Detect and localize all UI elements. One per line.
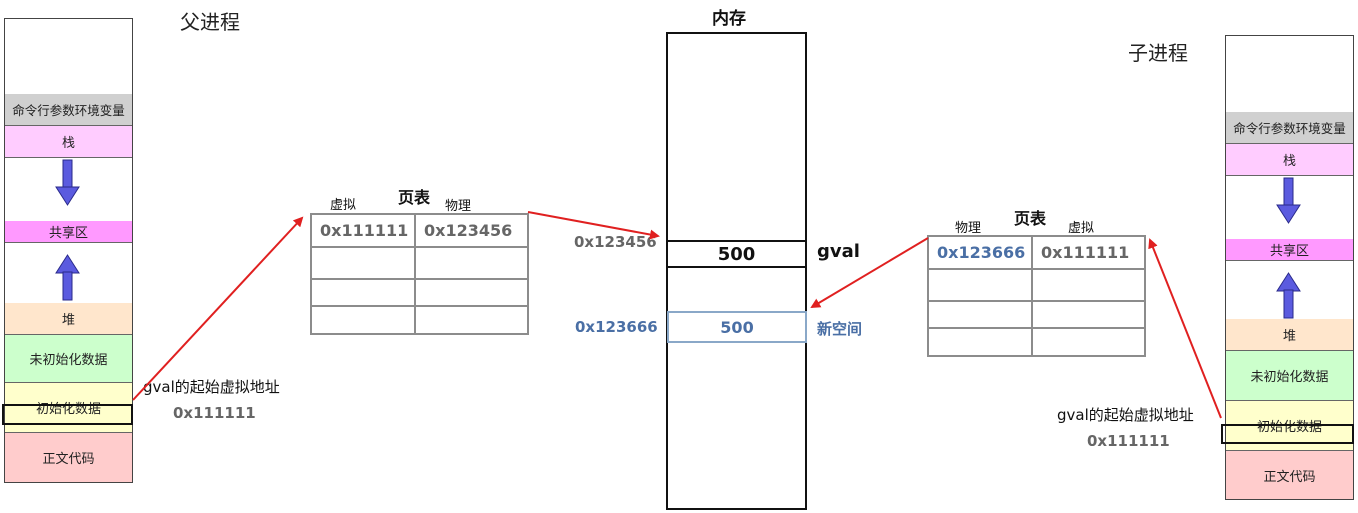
parent-page-table-title: 页表 [398,188,431,207]
arrow-pagetable-to-memory [527,211,660,240]
child-pt-physical-cell: 0x123666 [927,235,1033,270]
child-var-label: gval的起始虚拟地址 [1057,406,1194,424]
child-pt-empty-cell [927,300,1033,329]
child-pt-virtual-cell: 0x111111 [1031,235,1146,270]
arrow-parent-to-pagetable [132,216,304,401]
child-page-table-title: 页表 [1014,209,1047,228]
parent-pt-virtual-cell: 0x111111 [310,213,416,248]
parent-page-table: 0x111111 0x123456 [310,213,529,335]
parent-pt-empty-cell [414,246,529,280]
memory-orig-label: gval [817,241,860,262]
child-var-address: 0x111111 [1087,432,1170,450]
child-seg-shared: 共享区 [1226,239,1353,261]
physical-memory [666,32,807,510]
child-stack-down-arrow [1276,177,1301,224]
memory-new-label: 新空间 [817,320,863,338]
parent-gval-highlight [2,404,133,425]
memory-new-address: 0x123666 [575,318,658,336]
parent-pt-empty-cell [414,305,529,335]
memory-new-cell: 500 [667,311,807,343]
parent-seg-bss: 未初始化数据 [5,335,132,383]
parent-var-address: 0x111111 [173,404,256,422]
child-page-table-col-virtual: 虚拟 [1068,221,1095,236]
parent-seg-env: 命令行参数环境变量 [5,94,132,126]
parent-seg-heap: 堆 [5,303,132,335]
arrow-child-to-pagetable [1148,238,1222,419]
child-seg-bss: 未初始化数据 [1226,351,1353,401]
parent-title: 父进程 [180,10,240,34]
child-gval-highlight [1221,424,1354,444]
child-seg-heap: 堆 [1226,319,1353,351]
parent-var-label: gval的起始虚拟地址 [143,378,280,396]
child-pt-empty-cell [927,268,1033,302]
child-pt-empty-cell [1031,268,1146,302]
parent-stack-down-arrow [55,159,80,206]
child-seg-env: 命令行参数环境变量 [1226,112,1353,144]
parent-heap-up-arrow [55,254,80,301]
parent-address-space: 命令行参数环境变量 栈 共享区 堆 未初始化数据 初始化数据 正文代码 [4,18,133,483]
child-heap-up-arrow [1276,272,1301,319]
parent-pt-empty-cell [414,278,529,307]
arrow-childtable-to-newspace [810,237,929,309]
child-address-space: 命令行参数环境变量 栈 共享区 堆 未初始化数据 初始化数据 正文代码 [1225,35,1354,500]
parent-pt-empty-cell [310,246,416,280]
child-pt-empty-cell [927,327,1033,357]
parent-page-table-col-physical: 物理 [445,199,472,214]
memory-orig-cell: 500 [666,240,807,268]
memory-orig-address: 0x123456 [574,233,657,251]
child-pt-empty-cell [1031,300,1146,329]
child-seg-text: 正文代码 [1226,451,1353,499]
parent-seg-text: 正文代码 [5,433,132,482]
child-seg-stack: 栈 [1226,144,1353,176]
parent-seg-shared: 共享区 [5,221,132,243]
parent-pt-physical-cell: 0x123456 [414,213,529,248]
memory-title: 内存 [712,9,746,29]
child-page-table: 0x123666 0x111111 [927,235,1146,357]
parent-pt-empty-cell [310,305,416,335]
parent-seg-stack: 栈 [5,126,132,158]
child-page-table-col-physical: 物理 [955,221,982,236]
parent-page-table-col-virtual: 虚拟 [330,198,357,213]
child-title: 子进程 [1128,41,1188,65]
parent-pt-empty-cell [310,278,416,307]
child-pt-empty-cell [1031,327,1146,357]
